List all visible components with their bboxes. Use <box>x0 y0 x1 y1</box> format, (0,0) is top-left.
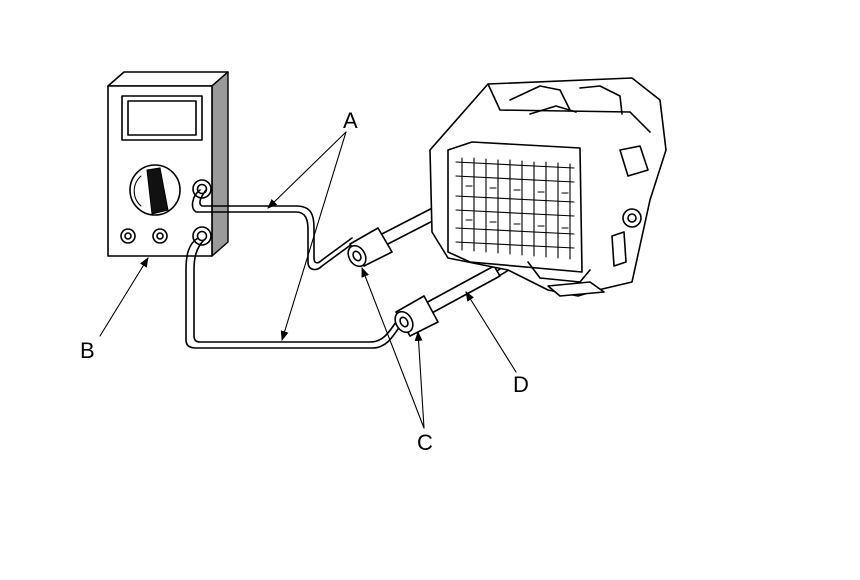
callout-label-b: B <box>80 338 95 363</box>
callout-leaders <box>99 131 517 429</box>
multimeter-display <box>121 95 203 141</box>
probe-lower <box>394 235 555 337</box>
terminal-cavities <box>455 157 575 260</box>
multimeter <box>107 71 229 257</box>
callout-label-d: D <box>513 372 529 397</box>
multimeter-jack-upper-right <box>192 179 212 199</box>
callout-label-a: A <box>343 108 358 133</box>
multimeter-dial <box>129 164 181 216</box>
multimeter-jack-lower-middle <box>152 228 168 244</box>
multimeter-jack-lower-left <box>120 228 136 244</box>
multimeter-jack-lower-right <box>192 226 212 246</box>
test-lead-lower <box>185 237 401 349</box>
callout-label-c: C <box>417 430 433 455</box>
test-lead-upper <box>191 189 353 271</box>
wire-harness-connector <box>429 77 667 297</box>
